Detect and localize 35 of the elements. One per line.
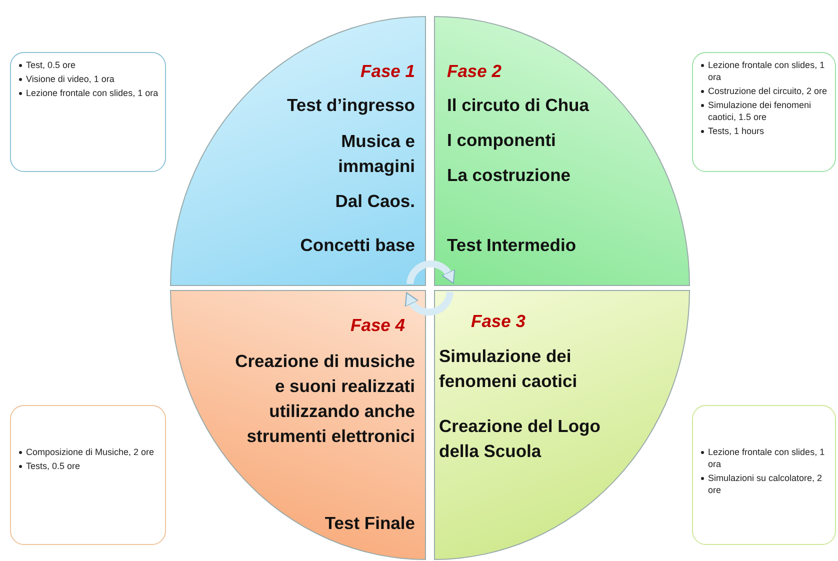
bullet-item: Lezione frontale con slides, 1 ora bbox=[708, 59, 826, 83]
bullet-item: Composizione di Musiche, 2 ore bbox=[26, 446, 156, 458]
bullet-item: Costruzione del circuito, 2 ore bbox=[708, 85, 828, 97]
note-card bbox=[692, 405, 836, 545]
bullet-item: Visione di video, 1 ora bbox=[26, 73, 116, 85]
phase-title: Fase 3 bbox=[471, 310, 526, 333]
phase-activity: La costruzione bbox=[447, 164, 572, 187]
phase-activity: Dal Caos. bbox=[334, 190, 415, 213]
phase-activity: Creazione del Logo della Scuola bbox=[439, 415, 602, 463]
bullet-item: Simulazioni su calcolatore, 2 ore bbox=[708, 472, 824, 496]
phase-activity: Musica e immagini bbox=[337, 130, 415, 178]
bullet-item: Lezione frontale con slides, 1 ora bbox=[26, 87, 159, 99]
cycle-arrow bbox=[406, 260, 455, 284]
phase-activity: Concetti base bbox=[299, 234, 415, 257]
phase-activity: Creazione di musiche e suoni realizzati utilizzando anche strumenti elettronici bbox=[235, 350, 415, 448]
quadrant-segment bbox=[434, 16, 690, 286]
quadrant-segment bbox=[434, 290, 690, 560]
bullet-item: Simulazione dei fenomeni caotici, 1.5 ore bbox=[708, 99, 812, 123]
cycle-arrow bbox=[405, 292, 454, 316]
phase-activity: Simulazione dei fenomeni caotici bbox=[439, 345, 578, 393]
bullet-item: Tests, 1 hours bbox=[708, 125, 766, 137]
note-card bbox=[10, 52, 166, 172]
phase-activity: Test Intermedio bbox=[447, 234, 578, 257]
bullet-item: Test, 0.5 ore bbox=[26, 59, 77, 71]
phase-title: Fase 2 bbox=[447, 60, 502, 83]
phase-activity: I componenti bbox=[447, 129, 557, 152]
bullet-item: Lezione frontale con slides, 1 ora bbox=[708, 446, 826, 470]
phase-activity: Test Finale bbox=[324, 512, 415, 535]
phase-activity: Il circuto di Chua bbox=[447, 94, 590, 117]
phase-title: Fase 1 bbox=[360, 60, 415, 83]
bullet-item: Tests, 0.5 ore bbox=[26, 460, 82, 472]
note-card bbox=[10, 405, 166, 545]
note-card bbox=[692, 52, 836, 172]
phase-title: Fase 4 bbox=[350, 314, 405, 337]
phase-activity: Test d’ingresso bbox=[286, 94, 415, 117]
